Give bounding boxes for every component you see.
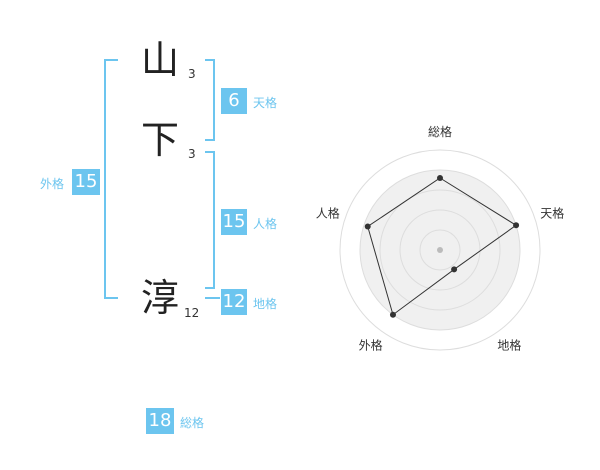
soukaku-value: 18: [146, 408, 174, 434]
radar-points: [364, 175, 520, 318]
jinkaku-value: 15: [221, 209, 247, 235]
name-char-3-strokes: 12: [184, 306, 200, 320]
radar-axis-label: 総格: [428, 124, 452, 139]
tenkaku-value: 6: [221, 88, 247, 114]
radar-point: [513, 222, 520, 229]
radar-axis-label: 地格: [497, 337, 521, 352]
chikaku-label: 地格: [253, 297, 278, 311]
tenkaku-bracket: [205, 59, 215, 141]
radar-axis-label: 天格: [540, 206, 564, 221]
soukaku-label: 総格: [180, 416, 205, 430]
tenkaku-label: 天格: [253, 96, 278, 110]
radar-axis-label: 外格: [359, 337, 383, 352]
radar-point: [451, 266, 458, 273]
jinkaku-bracket: [205, 151, 215, 289]
jinkaku-label: 人格: [253, 217, 278, 231]
radar-axis-label: 人格: [316, 206, 340, 221]
radar-point: [437, 175, 443, 181]
name-char-3: 淳: [140, 276, 179, 320]
radar-data-polygon: [367, 177, 517, 316]
radar-center-dot: [437, 247, 443, 253]
name-char-2: 下: [140, 118, 179, 162]
chikaku-value: 12: [221, 289, 247, 315]
name-char-2-strokes: 3: [188, 147, 196, 161]
radar-point: [389, 311, 396, 318]
gaikaku-value: 15: [72, 169, 100, 195]
outer-bracket: [104, 59, 118, 299]
gaikaku-label: 外格: [40, 177, 65, 191]
radar-point: [364, 223, 371, 230]
name-char-1: 山: [140, 38, 179, 82]
name-char-1-strokes: 3: [188, 67, 196, 81]
